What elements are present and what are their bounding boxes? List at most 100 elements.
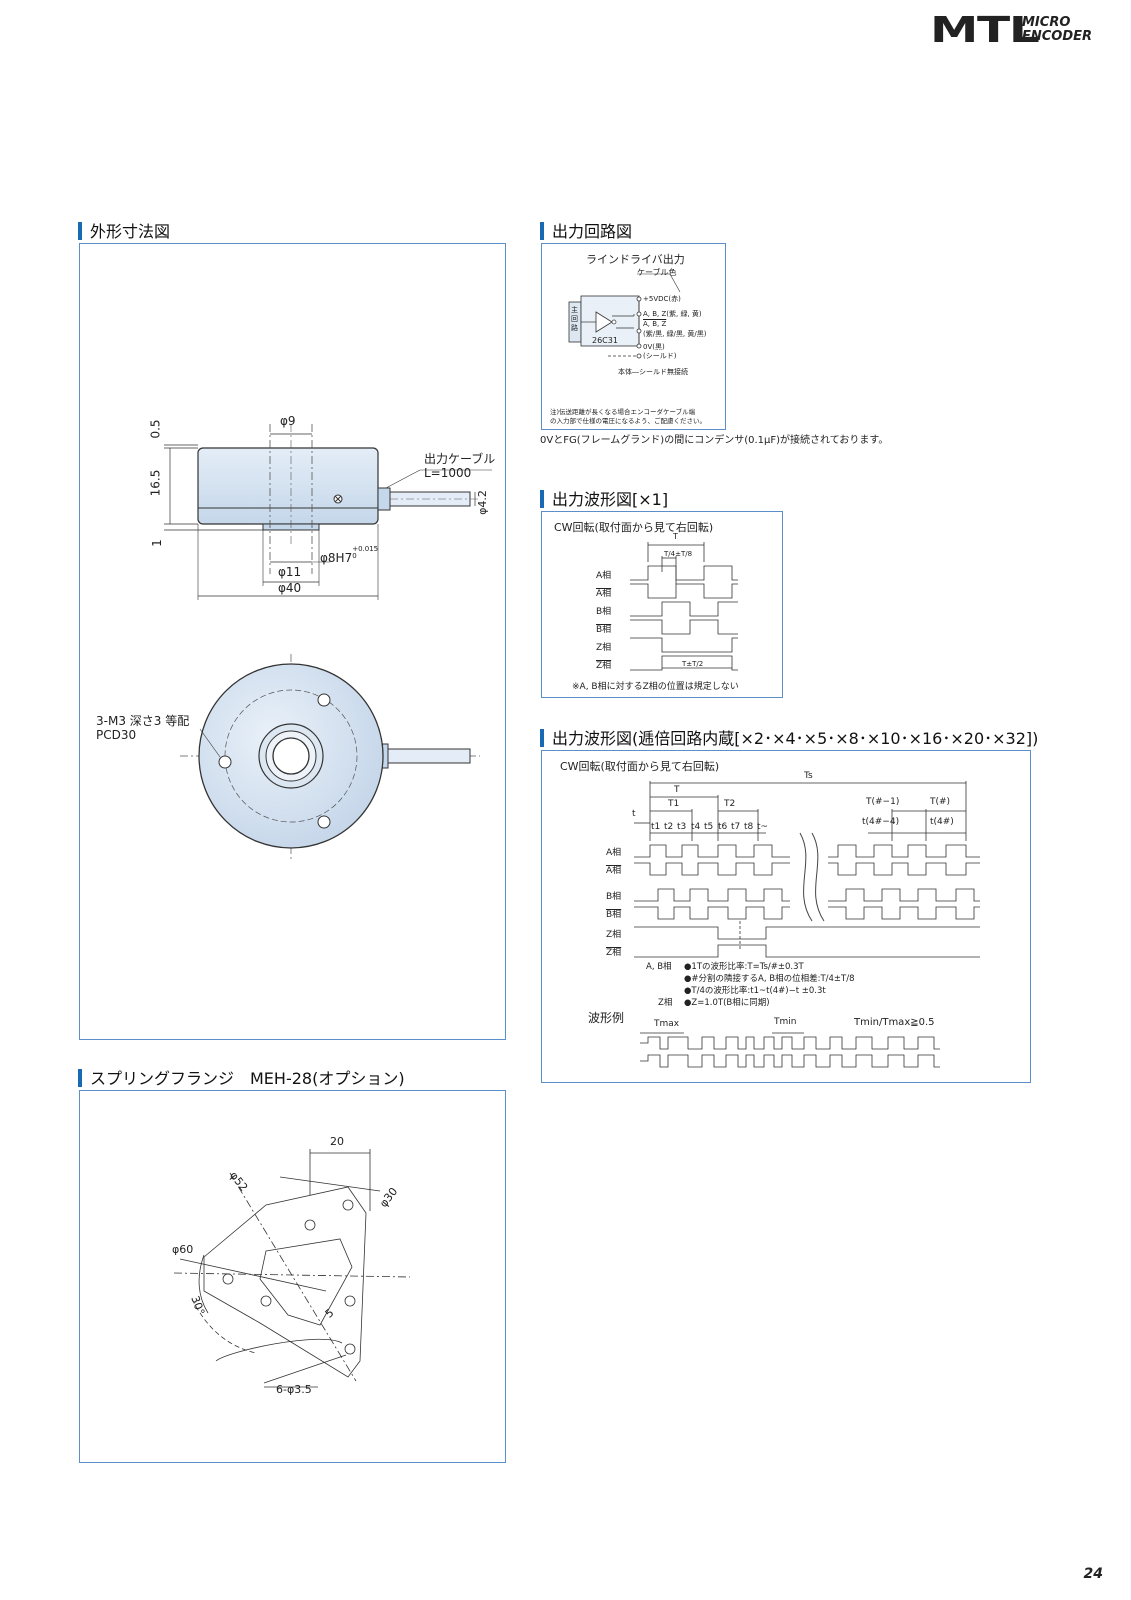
dim-phi11: φ11 xyxy=(278,565,302,579)
page-number: 24 xyxy=(1083,1566,1103,1582)
dim-05: 0.5 xyxy=(148,419,163,439)
wave2-spec-3: ●T/4の波形比率:t1~t(4#)−t ±0.3t xyxy=(684,986,826,996)
mount-hole xyxy=(218,755,232,769)
section-title-flange: スプリングフランジ MEH-28(オプション) xyxy=(78,1069,405,1089)
wave2-sub-t5: t5 xyxy=(704,822,714,832)
dim-1: 1 xyxy=(149,539,164,547)
body-shield-note: 本体―シールド無接続 xyxy=(618,368,688,376)
chip-label: 26C31 xyxy=(592,336,618,345)
waveform1-panel: CW回転(取付面から見て右回転) T T/4±T/8 A相 A相 B相 B相 Z… xyxy=(541,511,783,698)
wave2-sub-t7: t7 xyxy=(731,822,741,832)
section-bar xyxy=(78,1069,82,1087)
main-circuit-label: 主回路 xyxy=(571,306,578,332)
wave2-tmin: Tmin xyxy=(774,1017,797,1027)
waveform2-diagram xyxy=(634,781,980,1068)
wave2-phase-a: A相 xyxy=(606,848,622,858)
wave2-label-t4n4: t(4#−4) xyxy=(862,817,900,827)
pin-shield: (シールド) xyxy=(643,352,677,360)
screw-note: 3-M3 深さ3 等配 xyxy=(96,714,190,728)
logo-mark: MTL xyxy=(930,10,1040,51)
wave2-sub-t8: t8 xyxy=(744,822,754,832)
pin-abz-inv: A, B, Z xyxy=(643,320,667,328)
section-title-wave1: 出力波形図[×1] xyxy=(540,490,668,510)
flange-dim-20: 20 xyxy=(330,1135,344,1148)
wave1-title: CW回転(取付面から見て右回転) xyxy=(554,521,714,534)
wave2-phase-z-inv: Z相 xyxy=(606,948,622,958)
wave1-phase-b-inv: B相 xyxy=(596,625,612,635)
wave1-phase-b: B相 xyxy=(596,607,612,617)
wave2-spec-z: Z相 xyxy=(658,998,673,1008)
outline-drawing-panel: φ9 0.5 16.5 1 出力ケーブル L=1000 φ4.2 φ8H7+0.… xyxy=(79,243,506,1040)
wave1-phase-a-inv: A相 xyxy=(596,589,612,599)
wave2-spec-ab: A, B相 xyxy=(646,962,672,972)
wave2-phase-a-inv: A相 xyxy=(606,866,622,876)
shaft-hole xyxy=(272,737,310,775)
wave2-title: CW回転(取付面から見て右回転) xyxy=(560,760,720,773)
cable-gland xyxy=(377,487,391,511)
circuit-caption: 0VとFG(フレームグランド)の間にコンデンサ(0.1μF)が接続されております… xyxy=(540,435,889,446)
circuit-note-1: 注)伝送距離が長くなる場合エンコーダケーブル端 xyxy=(550,408,696,416)
wave1-phase-z-inv: Z相 xyxy=(596,661,612,671)
wave2-label-Ts: Ts xyxy=(804,771,813,781)
wave2-tmax: Tmax xyxy=(654,1019,680,1029)
circuit-panel: ラインドライバ出力 ケーブル色 主回路 26C31 +5VDC(赤) A, B,… xyxy=(541,243,726,430)
circuit-diagram xyxy=(568,273,681,359)
pin-abz-inv-colors: (紫/黒, 緑/黒, 黄/黒) xyxy=(643,330,707,338)
flange-holes: 6-φ3.5 xyxy=(276,1383,312,1396)
wave2-label-Tn: T(#) xyxy=(930,797,951,807)
flange-hole xyxy=(260,1295,272,1307)
cable-label: 出力ケーブル xyxy=(424,452,496,466)
logo-text: MICRO ENCODER xyxy=(1022,15,1093,44)
cable-color-label: ケーブル色 xyxy=(637,268,677,277)
wave2-label-T: T xyxy=(674,785,680,795)
wave2-phase-b-inv: B相 xyxy=(606,910,622,920)
pcd-note: PCD30 xyxy=(96,728,137,742)
outline-drawing xyxy=(164,424,492,862)
flange-hole xyxy=(344,1343,356,1355)
circuit-title: ラインドライバ出力 xyxy=(586,253,685,266)
wave2-spec-2: ●#分割の隣接するA, B相の位相差:T/4±T/8 xyxy=(684,974,855,984)
section-bar xyxy=(78,222,82,240)
wave2-label-t: t xyxy=(632,809,636,819)
cable-front xyxy=(379,748,471,764)
wave1-label-T: T xyxy=(673,532,678,541)
mount-hole xyxy=(317,693,331,707)
wave2-spec-1: ●1Tの波形比率:T=Ts/#±0.3T xyxy=(684,962,804,972)
section-title-circuit: 出力回路図 xyxy=(540,222,632,242)
dim-phi42: φ4.2 xyxy=(475,490,489,515)
wave2-label-t4n: t(4#) xyxy=(930,817,954,827)
wave1-phase-z: Z相 xyxy=(596,643,612,653)
flange-hole xyxy=(222,1273,234,1285)
waveform1-diagram xyxy=(630,542,738,671)
brand-logo: MTL MICRO ENCODER xyxy=(930,10,1093,51)
flange-hole xyxy=(342,1199,354,1211)
dim-165: 16.5 xyxy=(148,469,163,497)
wave2-sub-t2: t2 xyxy=(664,822,674,832)
section-title-wave2: 出力波形図(逓倍回路内蔵[×2･×4･×5･×8･×10･×16･×20･×32… xyxy=(540,729,1038,749)
pin-abz: A, B, Z(紫, 緑, 黄) xyxy=(643,310,702,318)
encoder-body-side xyxy=(197,447,379,525)
wave2-sub-t6: t6 xyxy=(718,822,728,832)
wave1-phase-a: A相 xyxy=(596,571,612,581)
wave2-label-T2: T2 xyxy=(724,799,736,809)
wave2-sub-t1: t1 xyxy=(651,822,661,832)
section-bar xyxy=(540,729,544,747)
pin-5v: +5VDC(赤) xyxy=(643,295,681,303)
section-bar xyxy=(540,222,544,240)
wave1-label-T4: T/4±T/8 xyxy=(664,550,693,558)
cable-length: L=1000 xyxy=(424,466,472,480)
wave2-sub-t3: t3 xyxy=(677,822,687,832)
wave2-sub-t4: t4 xyxy=(691,822,701,832)
wave2-example-label: 波形例 xyxy=(588,1011,625,1025)
wave2-phase-z: Z相 xyxy=(606,930,622,940)
wave2-sub-tn: t~ xyxy=(757,822,769,832)
flange-hole xyxy=(304,1219,316,1231)
section-bar xyxy=(540,490,544,508)
dim-phi9: φ9 xyxy=(280,414,296,428)
flange-panel: 20 φ52 φ30 φ60 30° 5 6-φ3.5 xyxy=(79,1090,506,1463)
flange-hole xyxy=(344,1295,356,1307)
wave2-phase-b: B相 xyxy=(606,892,622,902)
flange-dim-phi60: φ60 xyxy=(172,1243,194,1256)
pin-0v: 0V(黒) xyxy=(643,343,665,351)
wave1-label-T2: T±T/2 xyxy=(682,660,704,668)
